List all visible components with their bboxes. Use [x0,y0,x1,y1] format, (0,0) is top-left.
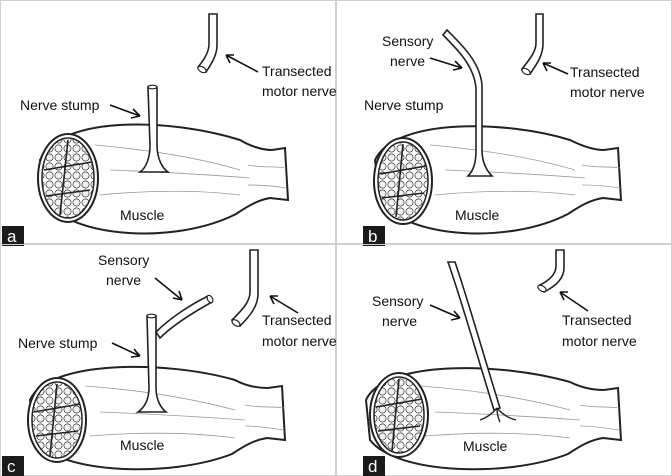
panel-a: Nerve stump Muscle Transected motor nerv… [1,1,337,247]
muscle-d [366,368,621,469]
label-sensory-1-c: Sensory [98,252,149,268]
arrow-motor-a [226,55,258,72]
label-nerve-stump-b: Nerve stump [364,97,444,113]
arrow-motor-d [560,292,588,311]
arrow-motor-c [270,296,298,313]
sensory-nerve-c [156,296,212,338]
motor-nerve-a [198,14,217,72]
label-motor-2-a: motor nerve [262,83,337,99]
arrow-stump-c [112,343,140,357]
panel-letter-c: c [7,457,16,476]
label-sensory-2-b: nerve [390,53,425,69]
label-motor-1-a: Transected [262,63,332,79]
label-sensory-2-d: nerve [382,313,417,329]
label-motor-2-d: motor nerve [562,333,637,349]
panel-letter-a: a [7,227,17,246]
motor-nerve-c [232,250,258,326]
label-motor-1-b: Transected [570,64,640,80]
arrow-sensory-c [155,278,182,300]
label-muscle-a: Muscle [120,207,165,223]
label-muscle-b: Muscle [455,207,500,223]
label-sensory-1-d: Sensory [372,293,423,309]
motor-nerve-d [540,250,564,292]
panel-letter-d: d [368,457,377,476]
arrow-stump-a [110,105,140,118]
panel-letter-b: b [368,227,377,246]
label-nerve-stump-a: Nerve stump [20,97,100,113]
panel-c: Sensory nerve Nerve stump Muscle Transec… [1,245,337,476]
label-muscle-c: Muscle [120,437,165,453]
arrow-sensory-b [430,58,462,70]
label-motor-2-c: motor nerve [262,333,337,349]
label-nerve-stump-c: Nerve stump [18,335,98,351]
label-sensory-1-b: Sensory [382,33,433,49]
label-motor-1-c: Transected [262,312,332,328]
arrow-motor-b [543,63,568,74]
label-sensory-2-c: nerve [106,272,141,288]
motor-nerve-b [522,14,543,74]
panel-b: Sensory nerve Nerve stump Muscle Transec… [337,1,672,247]
label-motor-1-d: Transected [562,312,632,328]
label-muscle-d: Muscle [463,438,508,454]
arrow-sensory-d [430,305,460,320]
panel-d: Sensory nerve Muscle Transected motor ne… [337,245,672,476]
label-motor-2-b: motor nerve [570,84,645,100]
